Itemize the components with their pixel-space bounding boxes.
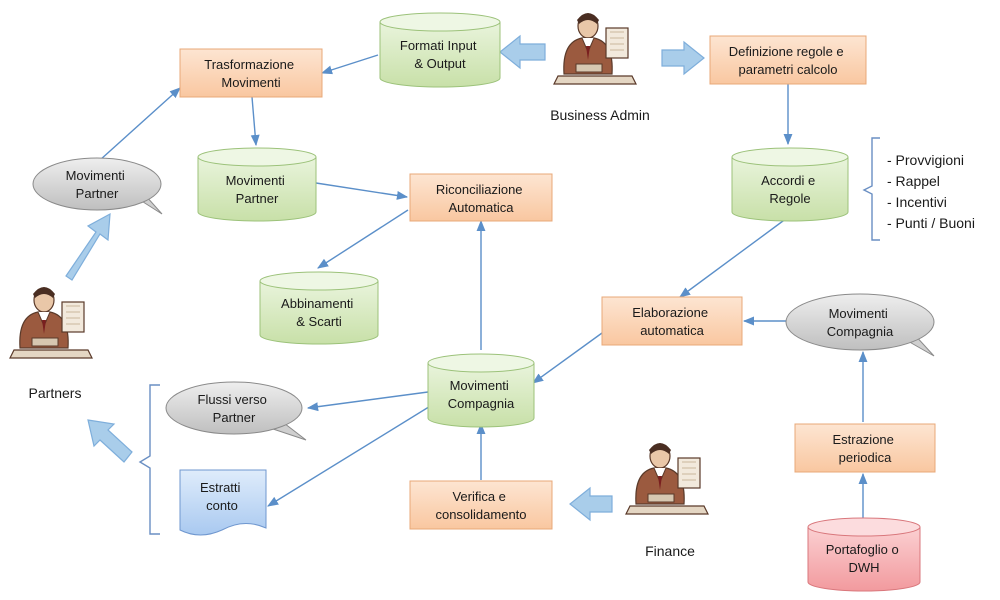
arrow-elaborazione-to-movcompagnia [532, 332, 603, 384]
svg-text:Movimenti Partner: Movimenti Partner [66, 168, 129, 201]
svg-text:Definizione regole e par: Definizione regole e parametri calcolo [729, 44, 848, 77]
db-portafoglio-line1: Portafoglio o [826, 542, 899, 557]
oval-movimenti-partner-line2: Partner [76, 186, 119, 201]
actor-business-admin: Business Admin [550, 12, 650, 123]
arrow-riconciliazione-to-abbinamenti [317, 209, 409, 269]
doc-estratti-line1: Estratti [200, 480, 241, 495]
oval-flussi: Flussi verso Partner [165, 381, 307, 441]
svg-text:Portafoglio o DWH: Portafoglio o DWH [826, 542, 903, 575]
person-icon [9, 286, 93, 359]
connector-arrows [99, 54, 868, 520]
db-portafoglio: Portafoglio o DWH [807, 517, 921, 592]
actor-business-admin-label: Business Admin [550, 107, 650, 123]
bracket-partner-outputs [138, 384, 160, 535]
box-estrazione: Estrazione periodica [794, 423, 936, 473]
block-arrow-left-verifica [569, 486, 613, 522]
svg-text:Elaborazione automatica: Elaborazione automatica [632, 305, 712, 338]
oval-movimenti-partner-line1: Movimenti [66, 168, 125, 183]
db-accordi: Accordi e Regole [731, 147, 849, 222]
arrow-movpartner-to-riconciliazione [315, 182, 409, 200]
box-definizione-line2: parametri calcolo [739, 62, 838, 77]
accordi-list-item: - Rappel [887, 173, 940, 189]
db-accordi-line1: Accordi e [761, 173, 815, 188]
bracket-accordi-list [862, 137, 880, 241]
db-movimenti-compagnia: Movimenti Compagnia [427, 353, 535, 428]
db-formati: Formati Input & Output [379, 12, 501, 88]
db-formati-line2: & Output [414, 56, 466, 71]
box-definizione: Definizione regole e parametri calcolo [709, 35, 867, 85]
box-riconciliazione-line2: Automatica [448, 200, 514, 215]
block-arrows [65, 34, 705, 522]
oval-flussi-line2: Partner [213, 410, 256, 425]
db-movimenti-partner-line1: Movimenti [226, 173, 285, 188]
box-elaborazione-line2: automatica [640, 323, 704, 338]
svg-text:Trasformazione Movimenti: Trasformazione Movimenti [204, 57, 297, 90]
box-verifica-line1: Verifica e [452, 489, 505, 504]
block-arrow-to-partners [87, 419, 133, 463]
doc-estratti: Estratti conto [179, 469, 267, 536]
doc-estratti-line2: conto [206, 498, 238, 513]
db-abbinamenti-line1: Abbinamenti [281, 296, 353, 311]
box-estrazione-line1: Estrazione [832, 432, 893, 447]
db-abbinamenti-line2: & Scarti [296, 314, 342, 329]
actor-finance: Finance [625, 442, 709, 559]
arrow-accordi-to-elaborazione [679, 217, 788, 298]
oval-movimenti-compagnia-line2: Compagnia [827, 324, 894, 339]
db-accordi-line2: Regole [769, 191, 810, 206]
svg-text:Movimenti Compagnia: Movimenti Compagnia [827, 306, 894, 339]
db-formati-line1: Formati Input [400, 38, 477, 53]
brackets [138, 137, 880, 535]
oval-flussi-line1: Flussi verso [198, 392, 267, 407]
arrow-trasformazione-to-movpartner [250, 96, 260, 147]
accordi-list-item: - Punti / Buoni [887, 215, 975, 231]
arrow-formati-to-trasformazione [320, 54, 379, 75]
svg-text:Verifica e consolidament: Verifica e consolidamento [435, 489, 526, 522]
svg-text:Accordi e Regole: Accordi e Regole [761, 173, 819, 206]
actor-finance-label: Finance [645, 543, 695, 559]
box-definizione-line1: Definizione regole e [729, 44, 844, 59]
block-arrow-left-formati [499, 34, 546, 70]
box-trasformazione-line1: Trasformazione [204, 57, 294, 72]
db-movimenti-compagnia-line1: Movimenti [450, 378, 509, 393]
svg-text:Formati Input & Output: Formati Input & Output [400, 38, 480, 71]
arrow-movcompagnia-to-flussi [306, 391, 429, 412]
box-trasformazione: Trasformazione Movimenti [179, 48, 323, 98]
svg-text:Movimenti Partner: Movimenti Partner [226, 173, 289, 206]
db-portafoglio-line2: DWH [848, 560, 879, 575]
accordi-list-item: - Incentivi [887, 194, 947, 210]
db-movimenti-partner-line2: Partner [236, 191, 279, 206]
block-arrow-up-partners [65, 212, 111, 281]
oval-movimenti-compagnia: Movimenti Compagnia [785, 293, 935, 357]
svg-text:Abbinamenti & Scarti: Abbinamenti & Scarti [281, 296, 357, 329]
svg-text:Estrazione periodica: Estrazione periodica [832, 432, 897, 465]
actor-partners: Partners [9, 286, 93, 401]
box-riconciliazione-line1: Riconciliazione [436, 182, 523, 197]
box-verifica: Verifica e consolidamento [409, 480, 553, 530]
actor-partners-label: Partners [29, 385, 82, 401]
person-icon [553, 12, 637, 85]
db-movimenti-compagnia-line2: Compagnia [448, 396, 515, 411]
block-arrow-right-definizione [661, 40, 705, 76]
svg-text:Movimenti Compagnia: Movimenti Compagnia [448, 378, 515, 411]
box-elaborazione: Elaborazione automatica [601, 296, 743, 346]
oval-movimenti-compagnia-line1: Movimenti [829, 306, 888, 321]
db-abbinamenti: Abbinamenti & Scarti [259, 271, 379, 345]
box-elaborazione-line1: Elaborazione [632, 305, 708, 320]
person-icon [625, 442, 709, 515]
svg-text:Flussi verso Partner: Flussi verso Partner [198, 392, 271, 425]
accordi-list-item: - Provvigioni [887, 152, 964, 168]
svg-text:Riconciliazione Automati: Riconciliazione Automatica [436, 182, 526, 215]
box-verifica-line2: consolidamento [435, 507, 526, 522]
arrow-partnersoval-to-trasformazione [99, 87, 181, 161]
arrow-movcompagnia-to-estratti [267, 404, 433, 507]
accordi-list: - Provvigioni - Rappel - Incentivi - Pun… [887, 152, 975, 231]
box-trasformazione-line2: Movimenti [221, 75, 280, 90]
svg-text:Estratti conto: Estratti conto [200, 480, 244, 513]
box-riconciliazione: Riconciliazione Automatica [409, 173, 553, 222]
oval-movimenti-partner: Movimenti Partner [32, 157, 163, 215]
db-movimenti-partner: Movimenti Partner [197, 147, 317, 222]
box-estrazione-line2: periodica [839, 450, 893, 465]
